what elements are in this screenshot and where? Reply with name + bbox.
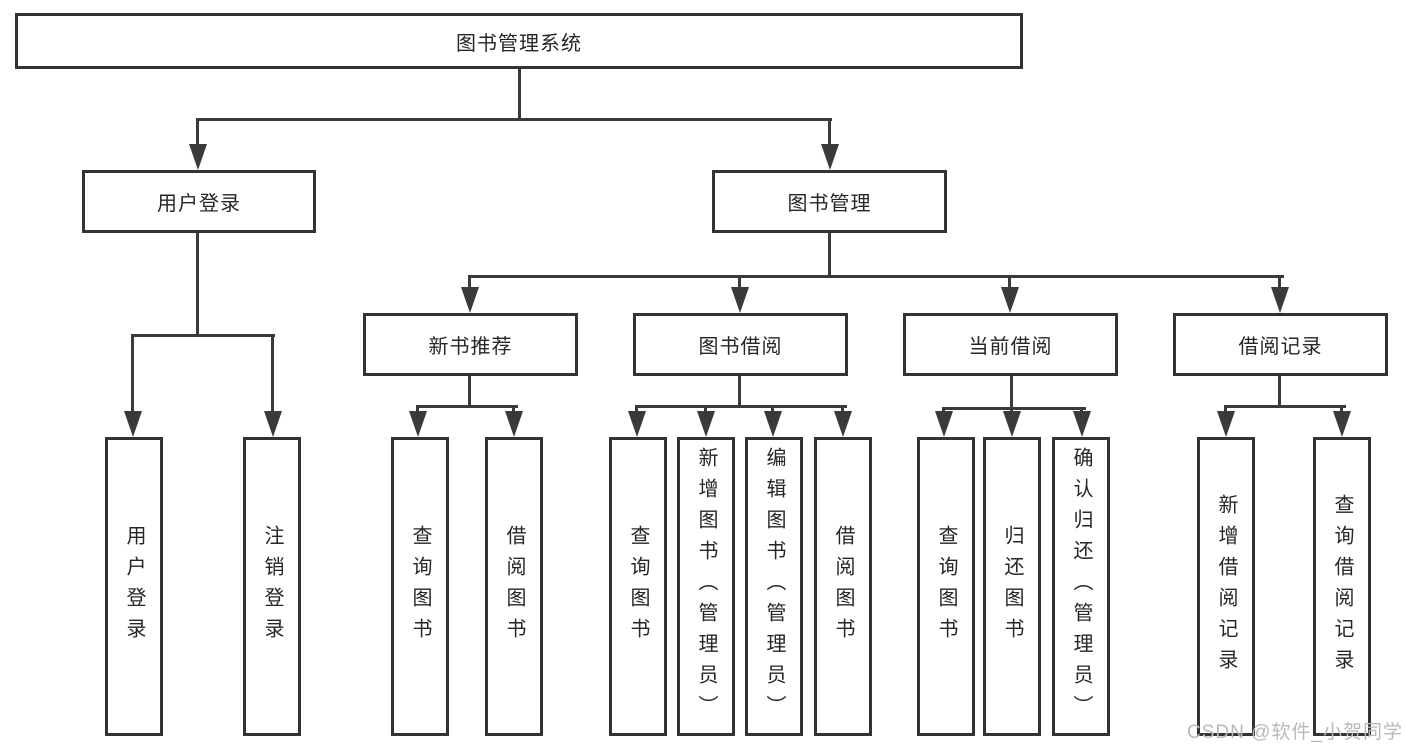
edge-stem (635, 405, 638, 415)
edge-vline (738, 376, 741, 406)
edge-stem (1008, 275, 1011, 291)
edge-stem (271, 334, 274, 415)
edge-vline (468, 376, 471, 406)
edge-stem (468, 275, 471, 291)
node-book-borrow: 图书借阅 (633, 313, 848, 376)
arrow-down-icon (264, 411, 282, 437)
node-leaf-add-borrow-record: 新增借阅记录 (1197, 437, 1255, 736)
node-current-borrow: 当前借阅 (903, 313, 1118, 376)
edge-hline (416, 405, 518, 408)
node-leaf-user-login: 用户登录 (105, 437, 163, 736)
node-leaf-return-books: 归还图书 (983, 437, 1041, 736)
node-leaf-logout: 注销登录 (243, 437, 301, 736)
edge-hline (1224, 405, 1346, 408)
node-leaf-query-books-recommend: 查询图书 (391, 437, 449, 736)
arrow-down-icon (935, 411, 953, 437)
edge-hline (468, 275, 1284, 278)
arrow-down-icon (821, 144, 839, 170)
edge-vline (1278, 376, 1281, 406)
node-leaf-query-borrow-record: 查询借阅记录 (1313, 437, 1371, 736)
node-user-login: 用户登录 (82, 170, 316, 233)
edge-stem (1278, 275, 1281, 291)
edge-vline (828, 233, 831, 276)
edge-stem (738, 275, 741, 291)
watermark: CSDN @软件_小贺同学 (1187, 722, 1403, 743)
node-leaf-edit-books-admin: 编辑图书（管理员） (745, 437, 803, 736)
node-new-book-recommend: 新书推荐 (363, 313, 578, 376)
node-leaf-confirm-return-admin: 确认归还（管理员） (1052, 437, 1110, 736)
arrow-down-icon (1073, 411, 1091, 437)
node-borrow-records: 借阅记录 (1173, 313, 1388, 376)
node-leaf-borrow-books-recommend: 借阅图书 (485, 437, 543, 736)
arrow-down-icon (124, 411, 142, 437)
arrow-down-icon (461, 287, 479, 313)
node-leaf-add-books-admin: 新增图书（管理员） (677, 437, 735, 736)
arrow-down-icon (764, 411, 782, 437)
arrow-down-icon (731, 287, 749, 313)
edge-stem (841, 405, 844, 415)
node-library-management-system: 图书管理系统 (15, 13, 1023, 69)
edge-stem (1224, 405, 1227, 415)
arrow-down-icon (409, 411, 427, 437)
arrow-down-icon (628, 411, 646, 437)
arrow-down-icon (1003, 411, 1021, 437)
edge-vline (196, 233, 199, 335)
arrow-down-icon (505, 411, 523, 437)
edge-stem (771, 405, 774, 415)
arrow-down-icon (1271, 287, 1289, 313)
edge-stem (131, 334, 134, 415)
arrow-down-icon (1333, 411, 1351, 437)
arrow-down-icon (1001, 287, 1019, 313)
edge-hline (942, 407, 1086, 410)
node-leaf-borrow-books-borrow: 借阅图书 (814, 437, 872, 736)
edge-vline (1010, 376, 1013, 409)
arrow-down-icon (834, 411, 852, 437)
arrow-down-icon (1217, 411, 1235, 437)
node-book-management: 图书管理 (712, 170, 947, 233)
node-leaf-query-books-borrow: 查询图书 (609, 437, 667, 736)
edge-hline (635, 405, 847, 408)
edge-stem (1340, 405, 1343, 415)
edge-hline (196, 118, 832, 121)
arrow-down-icon (697, 411, 715, 437)
edge-hline (131, 334, 275, 337)
edge-vline (518, 69, 521, 119)
edge-stem (416, 405, 419, 415)
edge-stem (512, 405, 515, 415)
edge-stem (196, 118, 199, 148)
edge-stem (828, 118, 831, 148)
arrow-down-icon (189, 144, 207, 170)
edge-stem (704, 405, 707, 415)
node-leaf-query-books-current: 查询图书 (917, 437, 975, 736)
